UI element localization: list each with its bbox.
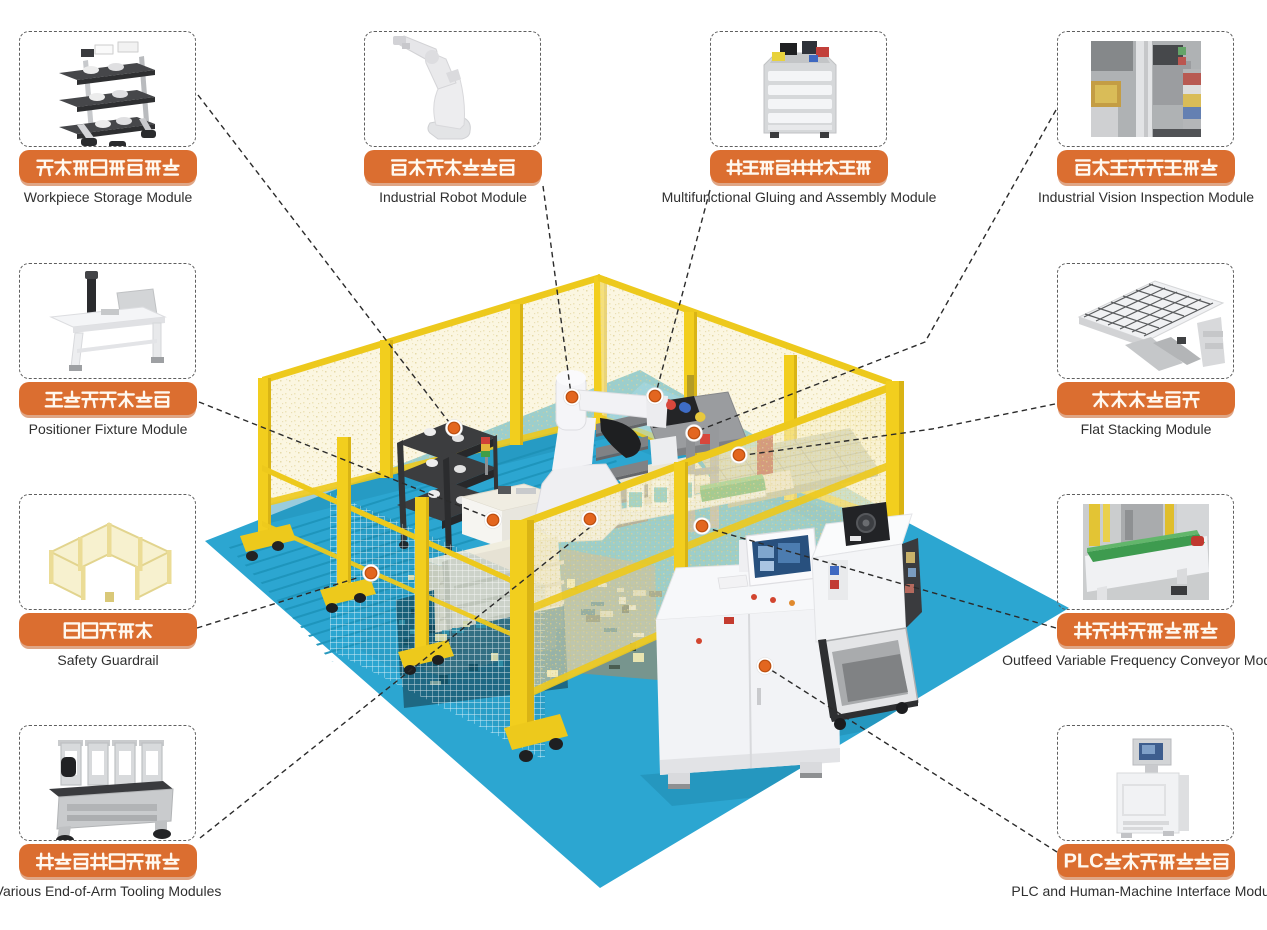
svg-text:PLC: PLC [1064,851,1104,873]
